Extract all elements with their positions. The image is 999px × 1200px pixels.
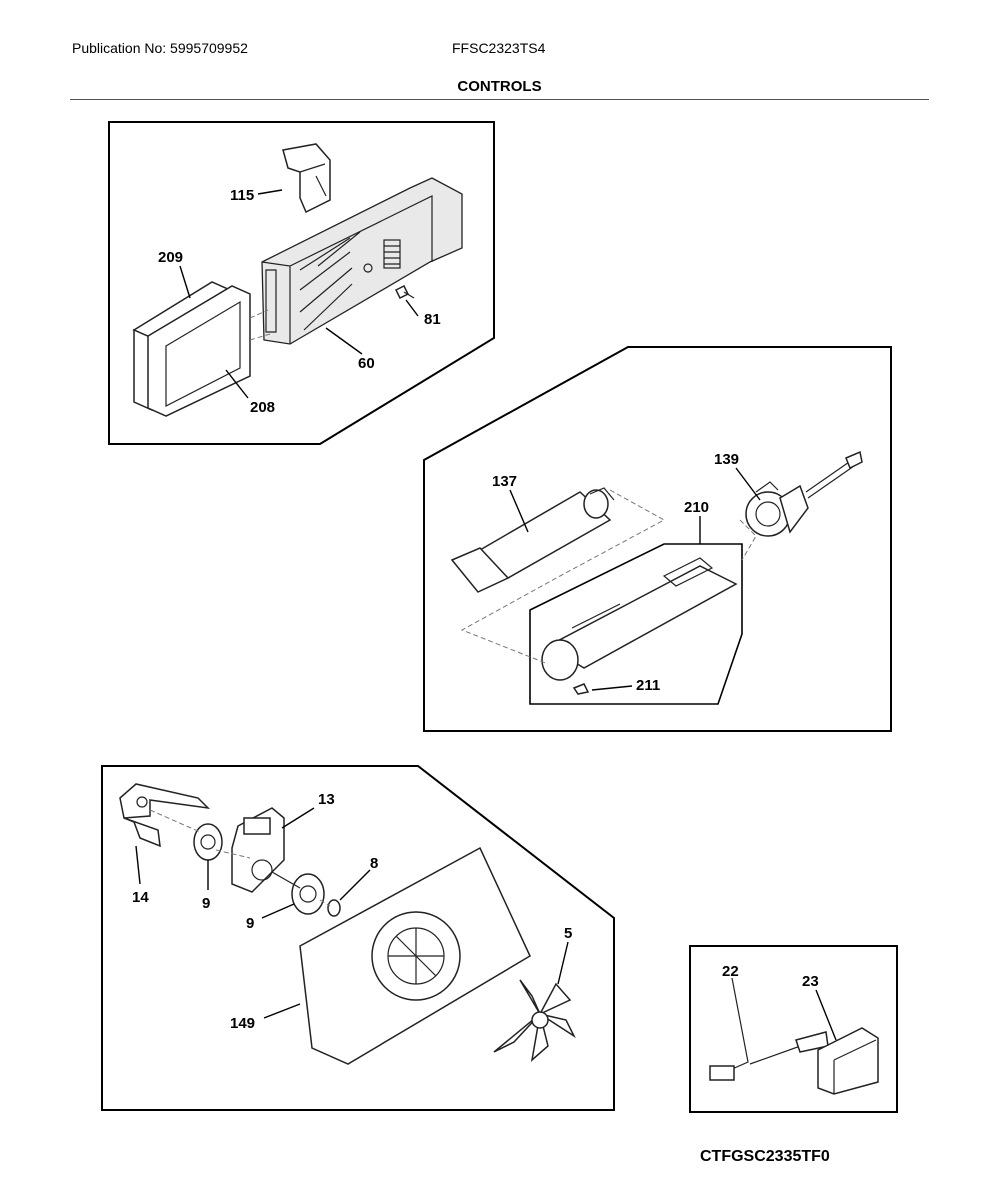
page-title: CONTROLS [457,78,542,95]
callout-22: 22 [722,963,739,980]
model-number: FFSC2323TS4 [452,40,546,56]
callout-211: 211 [636,677,660,694]
part-13-motor [231,807,301,893]
callout-9-lower: 9 [246,915,254,932]
diagram-code: CTFGSC2335TF0 [700,1148,830,1165]
publication-number: Publication No: 5995709952 [72,40,248,56]
callout-115: 115 [230,187,254,204]
panel-water-filter [423,346,892,732]
callout-5: 5 [564,925,572,942]
part-137-cartridge [450,487,615,593]
part-211-plug [572,683,590,695]
callout-137: 137 [492,473,517,490]
callout-209: 209 [158,249,183,266]
part-5-fan-blade [493,979,576,1062]
part-208-frame [147,285,271,417]
part-149-shroud [299,846,531,1065]
part-81-screw [394,284,415,300]
part-23-sensor-cover [817,1027,879,1095]
part-9-grommet-lower [291,873,325,915]
part-210-cover [529,543,743,705]
callout-60: 60 [358,355,375,372]
callout-9-upper: 9 [202,895,210,912]
part-115-clip [282,143,331,214]
callout-14: 14 [132,889,149,906]
callout-23: 23 [802,973,819,990]
callout-208: 208 [250,399,275,416]
callout-81: 81 [424,311,441,328]
header-divider [70,99,929,100]
part-14-bracket [119,783,211,848]
part-60-housing [261,177,463,345]
panel-sensor [689,945,898,1113]
part-139-filter-head [745,450,863,537]
callout-8: 8 [370,855,378,872]
panel-fan-assembly [101,765,615,1111]
panel-air-filter [108,121,495,445]
callout-139: 139 [714,451,739,468]
part-9-grommet-upper [193,823,223,861]
callout-149: 149 [230,1015,255,1032]
callout-13: 13 [318,791,335,808]
callout-210: 210 [684,499,709,516]
part-8-washer [327,899,341,917]
part-22-sensor-harness [709,977,829,1081]
